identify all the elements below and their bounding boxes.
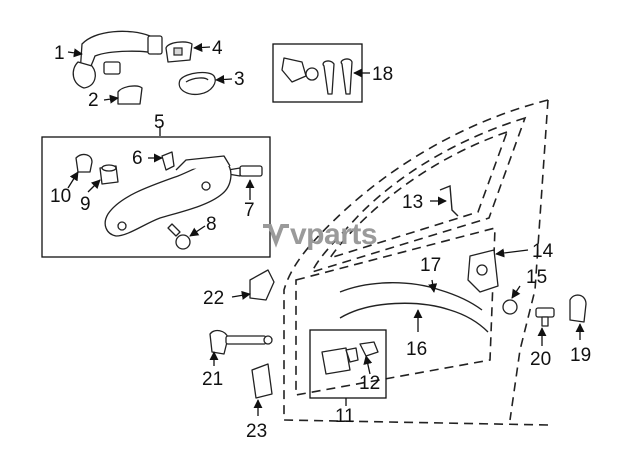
- part-15-bushing: [502, 299, 518, 315]
- part-18-lock-cylinder: [281, 57, 353, 95]
- callout-14: 14: [532, 241, 554, 262]
- part-6-clip: [161, 151, 175, 171]
- callout-20: 20: [530, 349, 551, 370]
- callout-7: 7: [244, 200, 255, 221]
- part-5-handle-frame: [104, 155, 232, 237]
- callout-1: 1: [54, 43, 65, 64]
- part-22-hinge: [249, 269, 275, 301]
- watermark: vparts: [263, 218, 378, 251]
- part-4-cover: [165, 41, 193, 63]
- callout-17: 17: [420, 255, 441, 276]
- part-21-check: [209, 329, 273, 355]
- callout-18: 18: [372, 64, 393, 85]
- part-20-bolt: [535, 307, 555, 327]
- callout-2: 2: [88, 90, 99, 111]
- callout-23: 23: [246, 421, 267, 442]
- part-13-rod: [439, 184, 459, 217]
- watermark-text: vparts: [290, 218, 377, 251]
- callout-4: 4: [212, 38, 223, 59]
- part-1-outside-handle: [72, 30, 163, 89]
- callout-8: 8: [206, 214, 217, 235]
- callout-13: 13: [402, 192, 423, 213]
- window-frame: [310, 116, 527, 274]
- part-8-bolt: [167, 223, 191, 250]
- group-frame-11: [309, 329, 387, 399]
- callout-3: 3: [234, 69, 245, 90]
- callout-16: 16: [406, 339, 427, 360]
- callout-6: 6: [132, 148, 143, 169]
- part-3-handle-pad: [178, 71, 216, 96]
- callout-15: 15: [526, 267, 547, 288]
- callout-9: 9: [80, 194, 91, 215]
- door-outline: [283, 99, 549, 426]
- part-11-inside-handle: [321, 347, 359, 375]
- callout-11: 11: [335, 406, 355, 427]
- part-9-bushing: [99, 164, 119, 185]
- leader-lines: [67, 42, 585, 416]
- callout-22: 22: [203, 288, 224, 309]
- window-inner: [328, 130, 509, 260]
- part-2-handle-cap: [117, 85, 143, 105]
- part-16-cable: [339, 302, 489, 333]
- callout-5: 5: [154, 112, 165, 133]
- part-23-hinge: [251, 363, 273, 399]
- door-inner-panel: [295, 226, 496, 396]
- callout-10: 10: [50, 186, 71, 207]
- door-front-edge: [509, 99, 549, 421]
- part-19-striker: [569, 294, 587, 323]
- part-14-door-lock: [467, 249, 499, 293]
- watermark-logo-mark: [263, 224, 289, 248]
- part-12-cover: [359, 341, 379, 357]
- part-10-pad: [75, 153, 93, 173]
- part-17-cable: [339, 282, 483, 311]
- callout-12: 12: [359, 373, 380, 394]
- callout-numbers: 1 2 3 4 5 6 7 8 9 10 11 12 13 14 15 16 1…: [50, 38, 591, 442]
- door-outer-edge: [283, 99, 549, 426]
- part-7-screw: [227, 165, 263, 177]
- callout-19: 19: [570, 345, 591, 366]
- group-frame-5: [41, 136, 271, 258]
- callout-21: 21: [202, 369, 223, 390]
